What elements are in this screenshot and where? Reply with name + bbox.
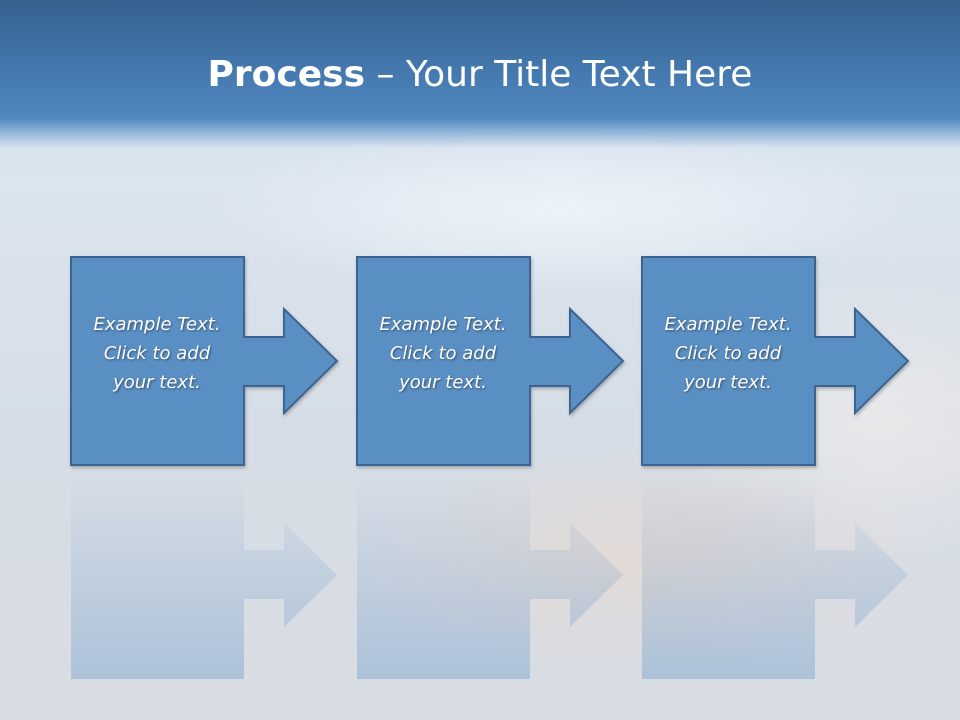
step-text-1[interactable]: Example Text. Click to add your text. [71,310,243,397]
step-1-line-3: your text. [113,372,201,393]
step-2-reflection [357,471,623,679]
title-bold-part: Process [207,54,366,95]
step-3-reflection [642,471,908,679]
step-2-line-2: Click to add [389,343,497,364]
step-3-arrow-box[interactable] [641,256,910,466]
step-1-arrow-box[interactable] [70,256,339,466]
step-1-reflection [71,471,337,679]
step-1-line-2: Click to add [103,343,211,364]
step-text-2[interactable]: Example Text. Click to add your text. [357,310,529,397]
title-rest-part: – Your Title Text Here [365,54,753,95]
step-2-line-3: your text. [399,372,487,393]
step-text-3[interactable]: Example Text. Click to add your text. [642,310,814,397]
title-bar [0,0,960,148]
step-3-line-1: Example Text. [664,314,792,335]
step-2-line-1: Example Text. [379,314,507,335]
step-1-line-1: Example Text. [93,314,221,335]
step-2-arrow-box[interactable] [356,256,625,466]
slide-title[interactable]: Process – Your Title Text Here [0,54,960,95]
step-3-line-3: your text. [684,372,772,393]
step-3-line-2: Click to add [674,343,782,364]
